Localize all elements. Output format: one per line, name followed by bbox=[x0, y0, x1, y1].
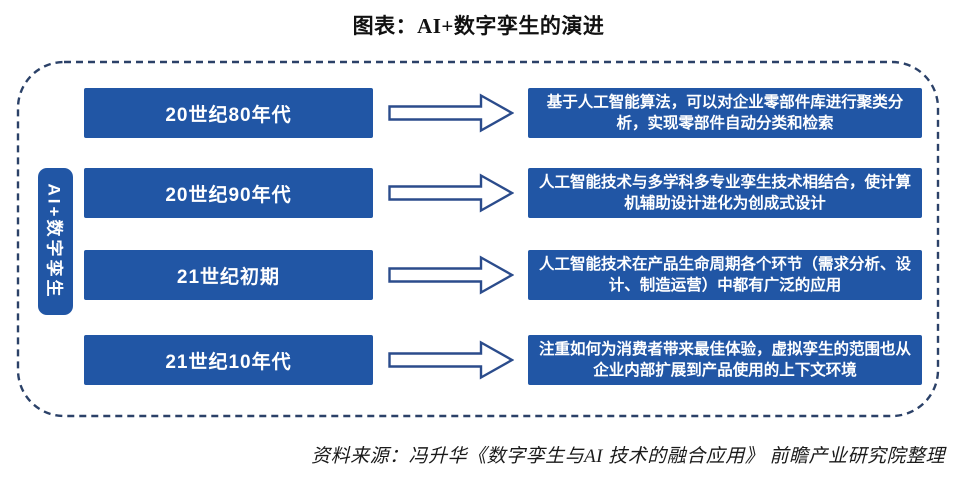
era-box-1980s: 20世纪80年代 bbox=[84, 88, 373, 138]
era-label: 20世纪80年代 bbox=[165, 104, 292, 126]
side-label-text: AI+数字孪生 bbox=[44, 183, 63, 300]
desc-text: 注重如何为消费者带来最佳体验，虚拟孪生的范围也从企业内部扩展到产品使用的上下文环… bbox=[538, 341, 911, 379]
desc-box-1980s: 基于人工智能算法，可以对企业零部件库进行聚类分析，实现零部件自动分类和检索 bbox=[528, 88, 922, 138]
desc-box-1990s: 人工智能技术与多学科多专业孪生技术相结合，使计算机辅助设计进化为创成式设计 bbox=[528, 168, 922, 218]
era-box-early-21c: 21世纪初期 bbox=[84, 250, 373, 300]
era-label: 21世纪初期 bbox=[176, 266, 281, 288]
desc-box-early-21c: 人工智能技术在产品生命周期各个环节（需求分析、设计、制造运营）中都有广泛的应用 bbox=[528, 250, 922, 300]
page-title: 图表：AI+数字孪生的演进 bbox=[352, 14, 605, 38]
right-arrow-icon bbox=[388, 93, 514, 133]
dashed-border-frame bbox=[16, 60, 940, 418]
desc-text: 基于人工智能算法，可以对企业零部件库进行聚类分析，实现零部件自动分类和检索 bbox=[546, 94, 904, 132]
right-arrow-icon bbox=[388, 340, 514, 380]
source-attribution: 资料来源：冯升华《数字孪生与AI 技术的融合应用》 前瞻产业研究院整理 bbox=[311, 446, 945, 467]
era-box-2010s: 21世纪10年代 bbox=[84, 335, 373, 385]
era-label: 20世纪90年代 bbox=[165, 184, 292, 206]
era-box-1990s: 20世纪90年代 bbox=[84, 168, 373, 218]
desc-text: 人工智能技术与多学科多专业孪生技术相结合，使计算机辅助设计进化为创成式设计 bbox=[538, 174, 911, 212]
desc-text: 人工智能技术在产品生命周期各个环节（需求分析、设计、制造运营）中都有广泛的应用 bbox=[538, 256, 911, 294]
desc-box-2010s: 注重如何为消费者带来最佳体验，虚拟孪生的范围也从企业内部扩展到产品使用的上下文环… bbox=[528, 335, 922, 385]
side-label-box: AI+数字孪生 bbox=[38, 168, 73, 315]
right-arrow-icon bbox=[388, 255, 514, 295]
era-label: 21世纪10年代 bbox=[165, 351, 292, 373]
right-arrow-icon bbox=[388, 173, 514, 213]
